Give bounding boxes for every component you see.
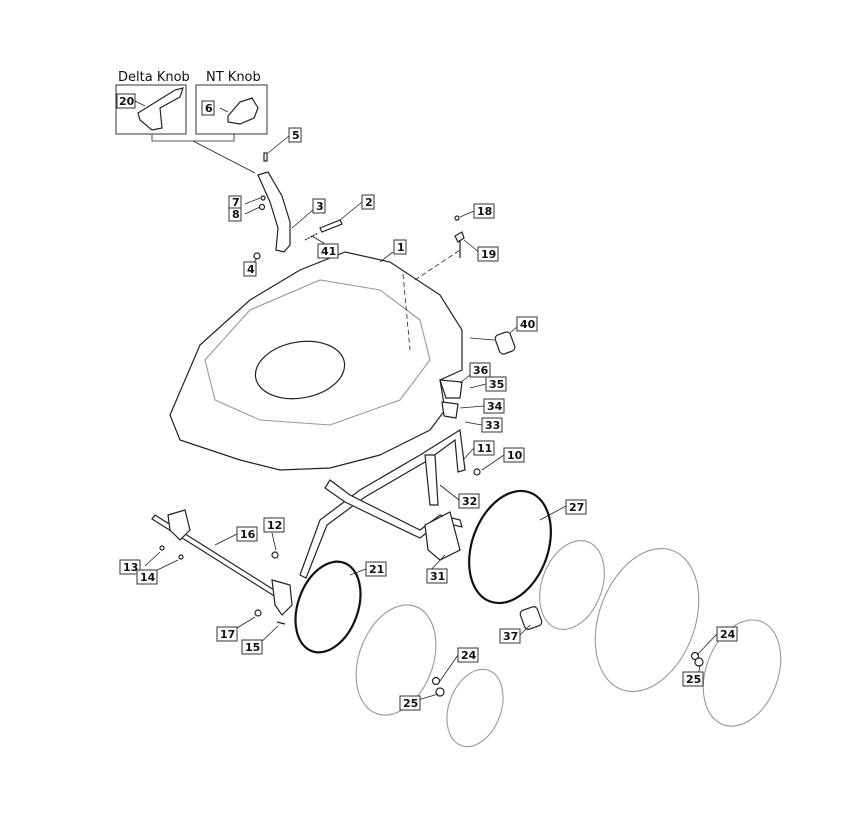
handle-bracket-part	[257, 171, 291, 253]
svg-text:24: 24	[461, 649, 477, 662]
callout-13: 13	[119, 559, 141, 575]
svg-text:1: 1	[397, 241, 405, 254]
delta-knob-header: Delta Knob	[118, 70, 190, 85]
callout-36: 36	[469, 362, 491, 378]
svg-text:17: 17	[220, 628, 235, 641]
callout-6: 6	[201, 100, 215, 116]
svg-text:18: 18	[477, 205, 492, 218]
svg-text:27: 27	[569, 501, 584, 514]
callout-10: 10	[503, 447, 525, 463]
nt-knob-part	[227, 97, 259, 125]
callout-21: 21	[365, 561, 387, 577]
svg-text:24: 24	[720, 628, 736, 641]
callout-19: 19	[477, 246, 499, 262]
svg-text:19: 19	[481, 248, 496, 261]
callout-8: 8	[228, 207, 242, 222]
callout-31: 31	[426, 568, 448, 584]
svg-text:13: 13	[123, 561, 138, 574]
callout-4: 4	[243, 261, 257, 277]
front-wheel-part	[355, 604, 437, 716]
callout-35: 35	[485, 376, 507, 392]
callout-11: 11	[473, 440, 495, 456]
callout-2: 2	[361, 194, 375, 210]
nt-knob-header: NT Knob	[206, 70, 261, 85]
svg-text:15: 15	[245, 641, 260, 654]
callout-25-rear: 25	[682, 671, 704, 687]
svg-text:8: 8	[232, 208, 240, 221]
callout-27: 27	[565, 499, 587, 515]
callout-1: 1	[393, 239, 407, 255]
height-lever-part	[299, 428, 466, 579]
delta-knob-part	[137, 87, 184, 131]
callout-17: 17	[216, 626, 238, 642]
svg-text:3: 3	[316, 200, 324, 213]
callout-24-rear: 24	[716, 626, 738, 642]
front-hubcap-part	[446, 668, 504, 748]
delta-knob-panel: Delta Knob	[115, 70, 190, 135]
svg-text:4: 4	[247, 263, 255, 276]
callout-15: 15	[241, 639, 263, 655]
svg-text:35: 35	[489, 378, 504, 391]
front-gear-disc-part	[294, 560, 362, 654]
svg-text:6: 6	[205, 102, 213, 115]
svg-text:25: 25	[686, 673, 701, 686]
svg-text:20: 20	[119, 95, 135, 108]
svg-text:37: 37	[503, 630, 518, 643]
callout-34: 34	[483, 398, 505, 414]
svg-text:5: 5	[292, 129, 300, 142]
svg-text:32: 32	[462, 495, 477, 508]
callout-18: 18	[473, 203, 495, 219]
rear-wheel-part	[594, 548, 700, 692]
rear-gear-disc-part	[468, 489, 552, 605]
callout-12: 12	[263, 517, 285, 533]
callout-24-front: 24	[457, 647, 479, 663]
svg-text:10: 10	[507, 449, 523, 462]
svg-text:34: 34	[487, 400, 503, 413]
svg-text:25: 25	[403, 697, 418, 710]
svg-text:14: 14	[140, 571, 156, 584]
svg-text:33: 33	[485, 419, 500, 432]
callout-20: 20	[116, 93, 136, 109]
rear-hubcap-part	[702, 619, 782, 727]
callout-14: 14	[136, 569, 158, 585]
nt-knob-panel: NT Knob	[195, 70, 268, 135]
svg-text:2: 2	[365, 196, 373, 209]
callout-3: 3	[312, 198, 326, 214]
callout-41: 41	[317, 243, 339, 259]
svg-text:16: 16	[240, 528, 256, 541]
svg-text:11: 11	[477, 442, 492, 455]
callout-7: 7	[228, 195, 242, 210]
svg-text:12: 12	[267, 519, 282, 532]
svg-text:36: 36	[473, 364, 489, 377]
callout-16: 16	[236, 526, 258, 542]
svg-text:31: 31	[430, 570, 445, 583]
svg-text:7: 7	[232, 196, 240, 209]
callout-37: 37	[499, 628, 521, 644]
callout-25-front: 25	[399, 695, 421, 711]
svg-text:40: 40	[520, 318, 536, 331]
svg-text:41: 41	[321, 245, 336, 258]
callout-33: 33	[481, 417, 503, 433]
svg-text:21: 21	[369, 563, 384, 576]
callout-32: 32	[458, 493, 480, 509]
callout-40: 40	[516, 316, 538, 332]
callout-5: 5	[288, 127, 302, 143]
gear-ring-part	[539, 540, 605, 630]
